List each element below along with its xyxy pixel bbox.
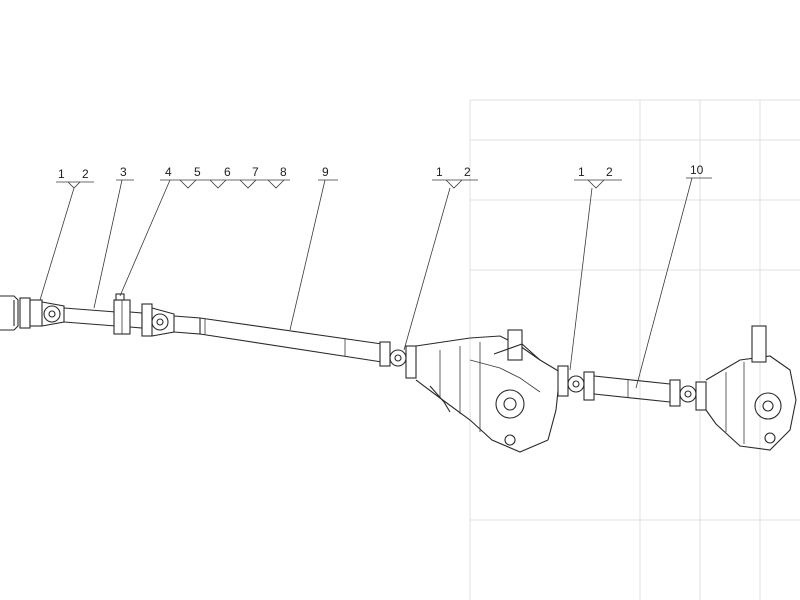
callout-number: 1: [436, 165, 443, 179]
callout-number: 4: [165, 165, 172, 179]
universal-joint-2: [141, 303, 201, 337]
universal-joint-3: [379, 341, 417, 379]
main-propeller-shaft: [199, 317, 383, 363]
universal-joint-5: [669, 379, 707, 411]
middle-axle-differential: [415, 329, 561, 453]
callout-number: 6: [224, 165, 231, 179]
callout-number: 2: [606, 165, 613, 179]
callout-group-5: 1 2: [436, 165, 471, 179]
callout-number: 5: [194, 165, 201, 179]
callout-number: 8: [280, 165, 287, 179]
intermediate-shaft: [63, 307, 117, 327]
callout-number: 1: [58, 167, 65, 181]
callout-number: 3: [120, 165, 127, 179]
leader-lines: [39, 177, 712, 389]
universal-joint-4: [557, 365, 595, 401]
callout-number: 2: [82, 167, 89, 181]
callout-group-2: 3: [120, 165, 127, 179]
center-support-bearing: [113, 293, 143, 335]
callout-number: 7: [252, 165, 259, 179]
callout-number: 2: [464, 165, 471, 179]
rear-axle-differential: [705, 325, 797, 451]
callout-group-4: 9: [322, 165, 329, 179]
callout-number: 1: [578, 165, 585, 179]
front-flange-yoke: [0, 295, 65, 331]
callout-group-3: 4 5 6 7 8: [165, 165, 287, 179]
callout-group-7: 10: [690, 163, 704, 177]
callout-number: 10: [690, 163, 704, 177]
callout-group-6: 1 2: [578, 165, 613, 179]
rear-propeller-shaft: [593, 375, 671, 403]
callout-group-1: 1 2: [58, 167, 89, 181]
callout-number: 9: [322, 165, 329, 179]
